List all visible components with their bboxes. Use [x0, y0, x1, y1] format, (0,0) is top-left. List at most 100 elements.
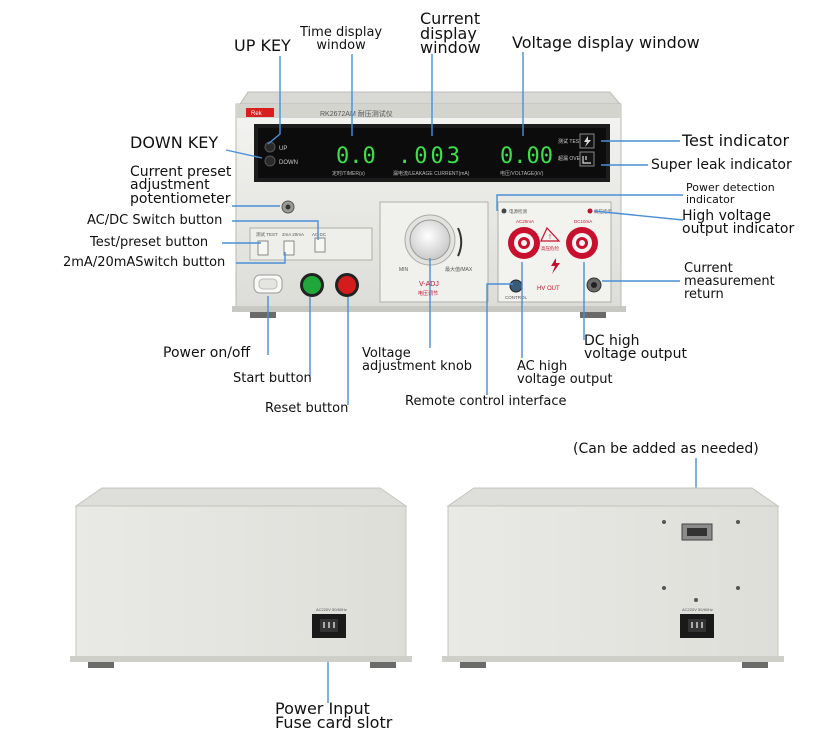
switch-test-preset-text: 测试 TEST [256, 231, 278, 238]
label-range-switch: 2mA/20mASwitch button [63, 255, 226, 270]
rear-left-foot-2 [370, 662, 396, 668]
label-super-leak: Super leak indicator [651, 157, 792, 173]
warning-icon [540, 226, 561, 242]
label-remote-control: Remote control interface [405, 394, 567, 409]
front-foot-left [250, 312, 276, 318]
switch-acdc-text: AC DC [312, 232, 327, 237]
leak-icon [582, 156, 591, 164]
label-time-display: Time display window [300, 26, 382, 52]
label-optional-port: (Can be added as needed) [573, 441, 759, 457]
label-preset-line1: Current preset [130, 164, 232, 180]
knob-adj: V-ADJ [419, 281, 439, 288]
label-current-display-line3: window [420, 38, 481, 58]
label-acdc-switch: AC/DC Switch button [87, 213, 223, 228]
label-power-input: Power Input Fuse card slotr [275, 699, 393, 733]
voltage-digits: 0.00 [500, 144, 553, 169]
hv-out-text: HV OUT [537, 286, 560, 292]
timer-digits: 0.0 [336, 144, 376, 169]
test-tag: 测试 TEST [558, 138, 582, 145]
label-up-key: UP KEY [234, 36, 291, 55]
label-dc-hv-line2: voltage output [584, 346, 687, 363]
remote-control-port[interactable] [509, 279, 523, 293]
label-start-button: Start button [233, 371, 312, 386]
label-power-detection-line1: Power detection [686, 181, 775, 194]
label-current-return-line2: measurement [684, 274, 775, 289]
label-ac-hv-line2: voltage output [517, 372, 613, 387]
super-leak-indicator [579, 151, 595, 167]
label-preset-potentiometer: Current preset adjustment potentiometer [130, 164, 232, 207]
front-foot-right [580, 312, 606, 318]
over-tag: 超漏 OVER [558, 155, 584, 162]
knob-min: MIN [399, 267, 409, 273]
rear-view-left: AC220V 50/60Hz [70, 487, 412, 668]
knob-arc-icon [457, 227, 463, 257]
leader-lines [222, 52, 697, 703]
label-current-display-line1: Current [420, 9, 481, 28]
down-key[interactable] [264, 155, 276, 167]
label-ac-hv-line1: AC high [517, 359, 568, 374]
knob-max: 最大值/MAX [445, 266, 473, 273]
power-detection-indicator [501, 208, 507, 214]
timer-caption: 定时/TIMER(s) [332, 170, 365, 177]
label-current-return-line1: Current [684, 261, 733, 276]
ac-label: AC20mA [516, 219, 534, 224]
label-time-display-line2: window [316, 38, 366, 53]
dc-label: DC10mA [574, 219, 592, 224]
reset-button[interactable] [338, 276, 356, 294]
brand-text: Rek [251, 111, 263, 117]
label-ac-hv-output: AC high voltage output [517, 360, 613, 386]
down-key-text: DOWN [279, 160, 298, 166]
label-time-display-line1: Time display [300, 25, 383, 40]
label-current-return: Current measurement return [684, 262, 775, 301]
label-voltage-knob: Voltage adjustment knob [362, 347, 472, 373]
knob-adj-cn: 电压调节 [418, 290, 438, 297]
switch-range-text: 2mA 20mA [282, 232, 304, 237]
label-power-onoff: Power on/off [163, 345, 251, 361]
range-switch[interactable] [283, 240, 295, 256]
current-caption: 漏电流/LEAKAGE CURRENT(mA) [393, 170, 470, 177]
label-hv-indicator: High voltage output indicator [682, 209, 794, 237]
label-preset-line3: potentiometer [130, 190, 231, 207]
lightning-icon [584, 136, 591, 147]
rear-right-foot-1 [460, 662, 486, 668]
voltage-caption: 电压/VOLTAGE(kV) [500, 170, 544, 177]
left-inlet-caption: AC220V 50/60Hz [316, 607, 347, 612]
up-key[interactable] [264, 141, 276, 153]
label-dc-hv-output: DC high voltage output [584, 333, 687, 363]
power-det-text: 电源检测 [509, 208, 527, 215]
switch-area [249, 227, 373, 261]
model-text: RK2672AM 耐压测试仪 [320, 109, 393, 118]
up-key-text: UP [279, 146, 287, 152]
label-reset-button: Reset button [265, 401, 349, 416]
hv-lightning-icon [551, 258, 560, 274]
label-power-detection: Power detection indicator [686, 182, 775, 205]
rear-right-foot-2 [742, 662, 768, 668]
label-dc-hv-line1: DC high [584, 333, 640, 349]
label-power-input-line2: Fuse card slotr [275, 713, 393, 733]
label-current-display: Current display window [420, 9, 481, 58]
brand-logo [246, 108, 274, 117]
test-preset-switch[interactable] [257, 240, 269, 256]
acdc-switch[interactable] [314, 237, 326, 253]
label-power-input-line1: Power Input [275, 699, 370, 718]
rear-left-foot-1 [88, 662, 114, 668]
label-test-indicator: Test indicator [682, 131, 790, 150]
control-text: CONTROL [505, 295, 527, 300]
label-preset-line2: adjustment [130, 177, 210, 194]
label-power-detection-line2: indicator [686, 192, 735, 206]
danger-text: 高压危险 [541, 245, 559, 252]
hv-output-indicator [587, 208, 593, 214]
front-panel: Rek RK2672AM 耐压测试仪 UP DOWN 0.0 .003 0.00… [232, 91, 626, 318]
label-test-preset: Test/preset button [90, 235, 209, 250]
label-voltage-knob-line2: adjustment knob [362, 359, 473, 374]
label-voltage-knob-line1: Voltage [362, 346, 411, 361]
label-down-key: DOWN KEY [130, 133, 219, 152]
label-voltage-display: Voltage display window [512, 33, 700, 52]
start-button[interactable] [303, 276, 321, 294]
voltage-knob[interactable] [409, 219, 451, 261]
label-current-return-line3: return [684, 287, 724, 302]
svg-text:!: ! [549, 234, 551, 241]
label-current-display-line2: display [420, 23, 477, 43]
right-inlet-caption: AC220V 50/60Hz [682, 607, 713, 612]
